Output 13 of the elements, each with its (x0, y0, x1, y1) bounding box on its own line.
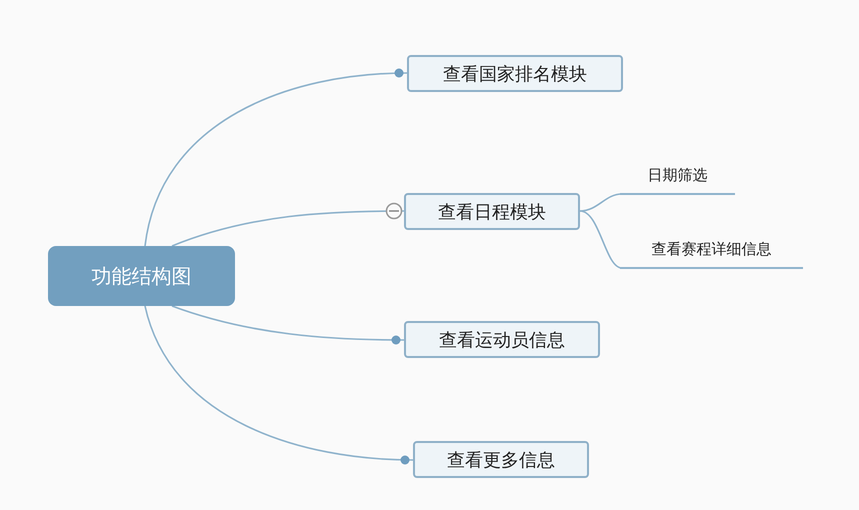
connector-line (580, 210, 622, 269)
root-box: 功能结构图 (48, 246, 235, 306)
connector-line (172, 210, 404, 247)
topic-box: 查看更多信息 (413, 441, 589, 478)
topic-box: 查看日程模块 (404, 193, 580, 230)
connector-line (580, 193, 622, 212)
connector-line (172, 305, 404, 344)
subtopic-label: 查看赛程详细信息 (620, 236, 803, 269)
topic-box: 查看运动员信息 (404, 321, 600, 358)
subtopic-label: 日期筛选 (620, 162, 735, 195)
connector-line (144, 68, 408, 246)
connector-line (144, 306, 414, 464)
topic-box: 查看国家排名模块 (407, 55, 623, 92)
